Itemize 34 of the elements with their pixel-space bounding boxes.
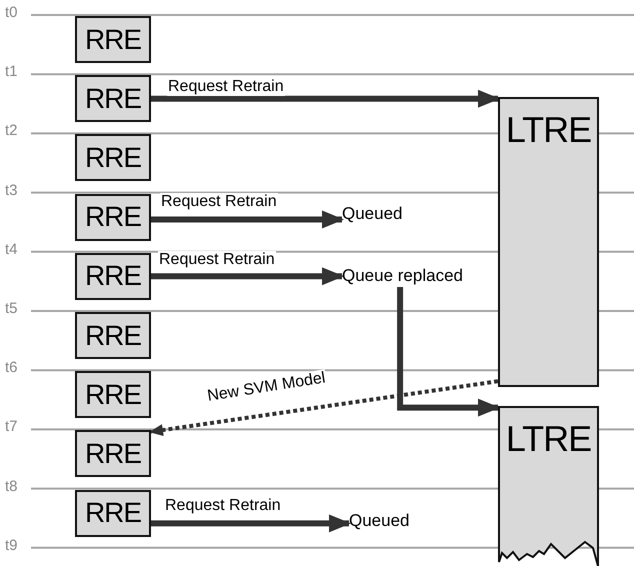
status-text: Queue replaced bbox=[342, 265, 463, 287]
time-label: t0 bbox=[5, 5, 18, 21]
time-label: t5 bbox=[5, 301, 18, 317]
time-label: t4 bbox=[5, 242, 18, 258]
time-label: t1 bbox=[5, 64, 18, 80]
engine-box: LTRE bbox=[498, 406, 599, 566]
arrow bbox=[149, 379, 498, 436]
engine-box: RRE bbox=[75, 16, 151, 63]
time-label: t6 bbox=[5, 360, 18, 376]
arrow bbox=[151, 514, 351, 532]
arrow bbox=[151, 267, 344, 286]
engine-box: LTRE bbox=[498, 97, 599, 387]
arrow bbox=[151, 90, 500, 108]
edge-label: Request Retrain bbox=[160, 193, 278, 211]
arrow bbox=[397, 287, 500, 417]
engine-box: RRE bbox=[75, 252, 151, 300]
engine-box: RRE bbox=[75, 371, 151, 418]
time-label: t8 bbox=[5, 478, 18, 495]
engine-box: RRE bbox=[75, 75, 151, 122]
time-label: t7 bbox=[5, 419, 18, 436]
engine-box: RRE bbox=[75, 134, 151, 182]
engine-box: RRE bbox=[75, 430, 151, 478]
engine-box: RRE bbox=[75, 194, 151, 241]
edge-label: Request Retrain bbox=[164, 497, 282, 515]
engine-box: RRE bbox=[75, 312, 151, 359]
status-text: Queued bbox=[342, 203, 402, 225]
time-label: t9 bbox=[5, 538, 18, 554]
time-label: t3 bbox=[5, 182, 18, 199]
time-label: t2 bbox=[5, 123, 18, 140]
edge-label: Request Retrain bbox=[167, 78, 285, 96]
status-text: Queued bbox=[349, 510, 410, 532]
edge-label: Request Retrain bbox=[158, 251, 276, 269]
engine-box: RRE bbox=[75, 490, 151, 537]
arrow bbox=[151, 210, 344, 228]
